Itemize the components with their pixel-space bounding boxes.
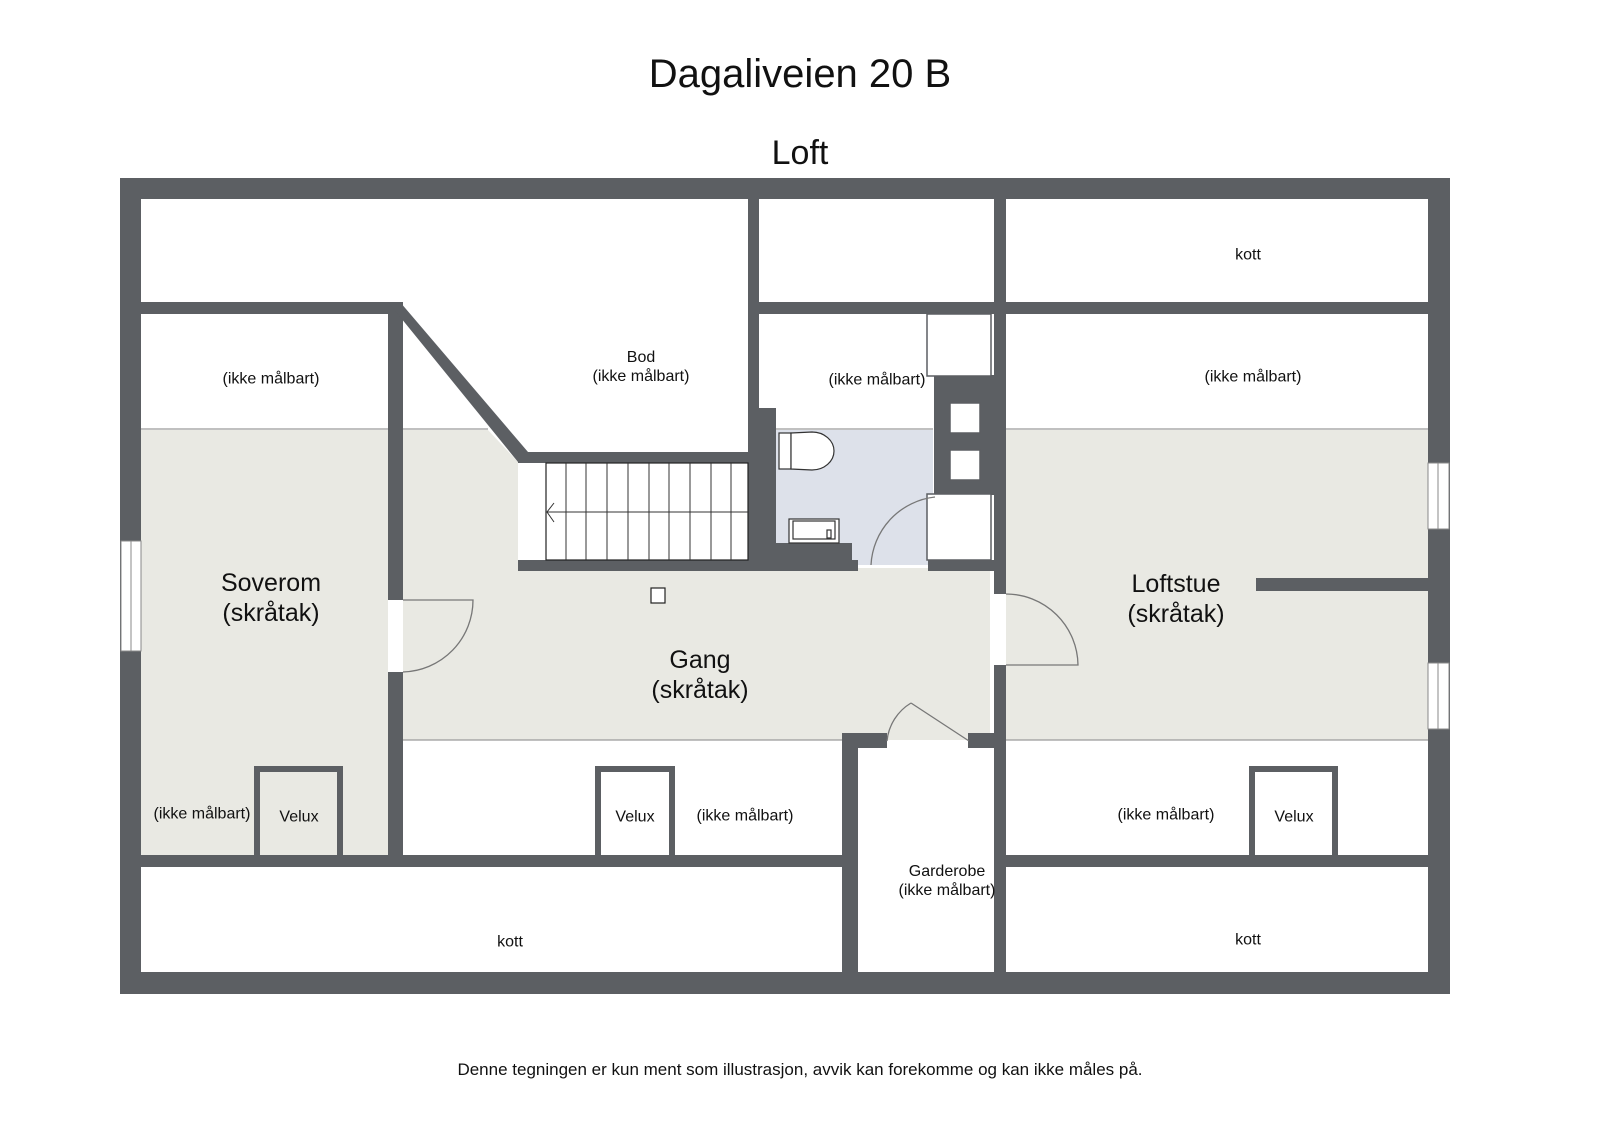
velux-skylight: [1249, 766, 1338, 864]
disclaimer: Denne tegningen er kun ment som illustra…: [457, 1060, 1143, 1079]
toilet-icon: [778, 431, 835, 471]
door-soverom: [402, 599, 474, 673]
plan-title: Dagaliveien 20 B: [648, 52, 952, 96]
door-garderobe: [886, 702, 970, 742]
room-label-loftstue-lower: (ikke målbart): [1117, 806, 1215, 824]
room-label-kott-top-right: kott: [1235, 246, 1261, 264]
velux-label: Velux: [615, 808, 655, 826]
velux-label: Velux: [279, 808, 319, 826]
room-label-garderobe: Garderobe(ikke målbart): [898, 863, 996, 899]
gang-area: [403, 430, 990, 740]
room-label-soverom: Soverom(skråtak): [220, 569, 322, 627]
room-label-kott-bottom-left: kott: [497, 933, 523, 951]
room-label-soverom-lower: (ikke målbart): [153, 805, 251, 823]
floor-label: Loft: [771, 134, 829, 172]
room-label-loftstue: Loftstue(skråtak): [1127, 570, 1225, 628]
room-label-gang-lower: (ikke målbart): [696, 807, 794, 825]
hatch-icon: [650, 587, 666, 604]
room-label-kott-bottom-right: kott: [1235, 931, 1261, 949]
room-label-loftstue-upper: (ikke målbart): [1204, 368, 1302, 386]
door-loftstue: [1005, 593, 1079, 666]
soverom-area: [141, 430, 388, 855]
velux-label: Velux: [1274, 808, 1314, 826]
room-label-bath-upper: (ikke målbart): [828, 371, 926, 389]
room-label-gang: Gang(skråtak): [651, 646, 749, 704]
door-bathroom: [870, 496, 936, 566]
velux-skylight: [595, 766, 675, 864]
room-label-soverom-upper: (ikke målbart): [222, 370, 320, 388]
room-label-bod: Bod(ikke målbart): [592, 349, 690, 385]
velux-skylight: [254, 766, 343, 864]
sink-icon: [788, 518, 840, 544]
